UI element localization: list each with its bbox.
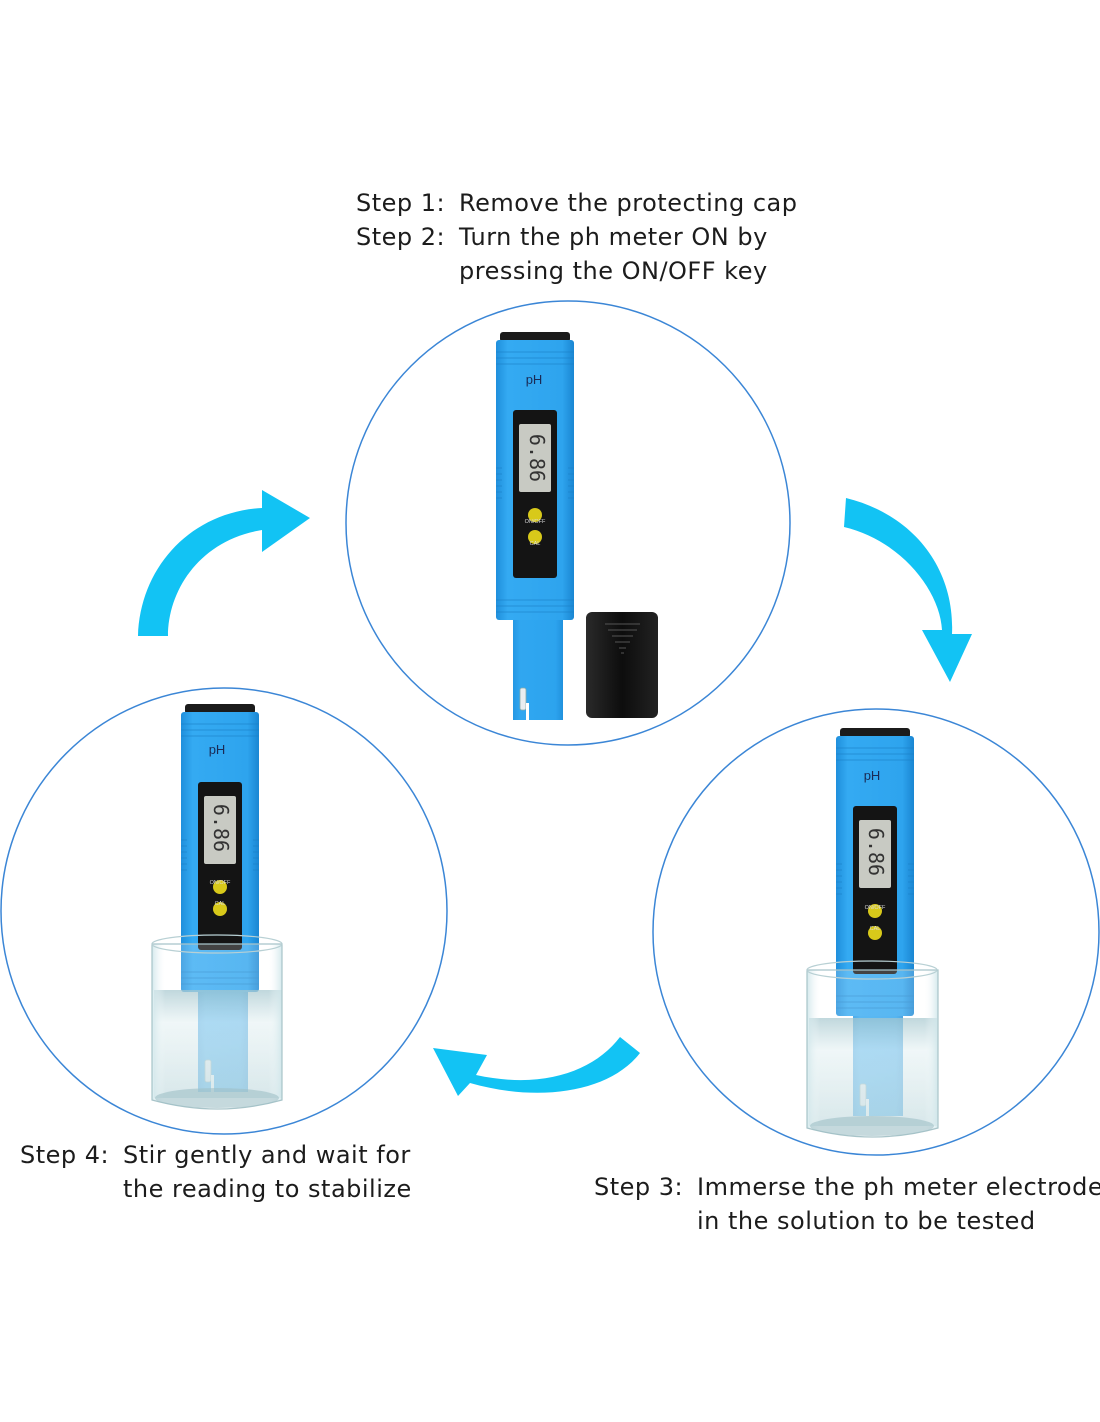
step-4-text-line2: the reading to stabilize (123, 1175, 412, 1203)
caption-step-3: Step 3: Immerse the ph meter electrode i… (594, 1170, 1100, 1238)
step-1-text: Remove the protecting cap (459, 189, 798, 217)
on-off-button-label: ON/OFF (210, 880, 231, 886)
step-4-circle (0, 687, 448, 1135)
glass-of-water-step-4 (151, 934, 283, 1110)
step-2-caption-cont: pressing the ON/OFF key (356, 254, 797, 288)
caption-step-4: Step 4: Stir gently and wait for the rea… (20, 1138, 412, 1206)
ph-meter-step-1 (495, 331, 575, 721)
step-3-caption-row1: Step 3: Immerse the ph meter electrode (594, 1170, 1100, 1204)
step-2-text-line2: pressing the ON/OFF key (459, 257, 768, 285)
step-3-label: Step 3: (594, 1173, 684, 1201)
arrow-step3-to-step4-icon (433, 1037, 640, 1096)
step-1-label: Step 1: (356, 189, 446, 217)
step-4-text-line1: Stir gently and wait for (123, 1141, 411, 1169)
ph-meter-brand-label: pH (864, 768, 881, 783)
step-2-text-line1: Turn the ph meter ON by (459, 223, 768, 251)
glass-of-water-step-3 (806, 960, 939, 1138)
step-2-label: Step 2: (356, 223, 446, 251)
step-1-2-circle (345, 300, 791, 746)
step-4-caption-row2: the reading to stabilize (20, 1172, 412, 1206)
protective-cap (586, 612, 658, 718)
ph-meter-brand-label: pH (209, 742, 226, 757)
cal-button-label: CAL (530, 541, 541, 547)
on-off-button-label: ON/OFF (525, 519, 546, 525)
arrow-step4-to-step1-icon (138, 490, 310, 636)
arrow-step1-to-step3-icon (844, 498, 972, 682)
caption-steps-1-2: Step 1: Remove the protecting cap Step 2… (356, 186, 797, 288)
step-3-caption-row2: in the solution to be tested (594, 1204, 1100, 1238)
lcd-reading: 6.86 (864, 828, 888, 876)
on-off-button-label: ON/OFF (865, 905, 886, 911)
step-4-label: Step 4: (20, 1141, 110, 1169)
step-3-text-line1: Immerse the ph meter electrode (697, 1173, 1100, 1201)
step-3-text-line2: in the solution to be tested (697, 1207, 1036, 1235)
ph-meter-brand-label: pH (526, 372, 543, 387)
step-4-caption-row1: Step 4: Stir gently and wait for (20, 1138, 412, 1172)
lcd-reading: 6.86 (525, 434, 549, 482)
step-3-circle (652, 708, 1100, 1156)
step-2-caption: Step 2: Turn the ph meter ON by (356, 220, 797, 254)
cal-button-label: CAL (215, 901, 226, 907)
cal-button-label: CAL (870, 926, 881, 932)
step-1-caption: Step 1: Remove the protecting cap (356, 186, 797, 220)
lcd-reading: 6.86 (209, 804, 233, 852)
